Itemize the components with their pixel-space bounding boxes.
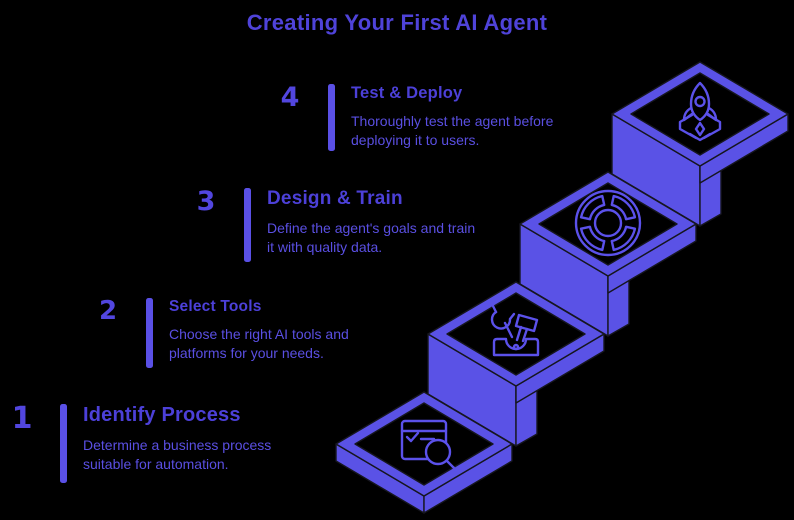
step-number: 4 [280,82,300,113]
platform-inner-face [446,292,586,376]
step-description: Choose the right AI tools and platforms … [169,326,349,362]
step-block-1: 1 Identify Process Determine a business … [0,404,335,483]
step-divider-bar [146,298,153,368]
platform-inner-face [538,182,678,266]
step-description: Thoroughly test the agent before deployi… [351,113,554,149]
step-text: Identify Process Determine a business pr… [83,404,335,475]
step-heading: Test & Deploy [351,84,463,102]
platform-inner-face [354,402,494,486]
step-platform-3 [519,171,697,337]
step-platform-4 [611,61,789,227]
step-text: Select Tools Choose the right AI tools a… [169,298,421,364]
step-divider-bar [328,84,335,151]
step-platform-2 [427,281,605,447]
step-description: Define the agent's goals and train it wi… [267,220,476,256]
page-title: Creating Your First AI Agent [246,10,548,35]
browser-search-icon [400,419,458,472]
step-block-2: 2 Select Tools Choose the right AI tools… [86,298,421,368]
step-heading: Identify Process [83,404,241,426]
step-heading: Select Tools [169,298,262,315]
wheel-gear-icon [574,189,642,257]
step-number: 1 [11,401,33,436]
step-divider-bar [60,404,67,483]
step-heading: Design & Train [267,188,403,209]
step-block-4: 4 Test & Deploy Thoroughly test the agen… [268,84,603,151]
step-text: Test & Deploy Thoroughly test the agent … [351,84,603,151]
step-divider-bar [244,188,251,262]
toolbox-icon [490,304,540,357]
step-description: Determine a business process suitable fo… [83,437,272,473]
platform-inner-face [630,72,770,156]
step-block-3: 3 Design & Train Define the agent's goal… [184,188,519,262]
step-platform-1 [335,391,513,514]
step-text: Design & Train Define the agent's goals … [267,188,519,258]
step-number: 2 [98,296,118,326]
step-number: 3 [196,186,216,217]
rocket-launch-icon [678,81,722,142]
